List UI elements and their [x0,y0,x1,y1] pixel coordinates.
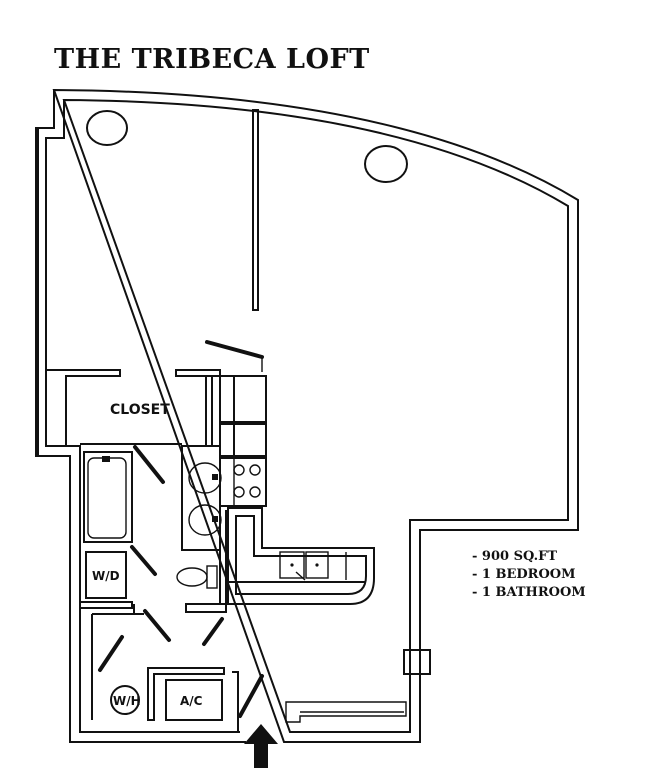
bath-entry-door [202,617,224,646]
ceiling-light-icon [86,110,128,146]
hall-wall [80,601,144,720]
entry-jamb [232,671,239,732]
utility-door [98,635,124,672]
partition-wall [252,109,259,311]
ac-closet [147,667,225,721]
washer-dryer [85,551,127,599]
faucet-icon [212,516,218,522]
closet-door [205,340,264,359]
plan-title: THE TRIBECA LOFT [54,44,370,75]
spec-bedrooms: - 1 BEDROOM [472,567,576,582]
ceiling-light-icon [364,145,408,183]
faucet-icon [212,474,218,480]
washer-dryer-label: W/D [92,569,120,583]
spec-area: - 900 SQ.FT [472,549,557,564]
water-heater [110,685,140,715]
closet-label: CLOSET [110,402,170,418]
water-heater-label: W/H [113,694,141,708]
bathroom-wall [80,443,227,613]
toilet-icon [176,565,218,589]
ac-label: A/C [180,694,203,708]
entry-step [285,701,407,723]
kitchen-counter [227,507,375,605]
spec-bathrooms: - 1 BATHROOM [472,585,586,600]
entry-door [238,674,264,718]
bathtub-icon [83,451,133,543]
stove-icon [219,457,267,507]
entrance-arrow-icon [244,724,278,768]
sink-icon [279,551,329,581]
bathroom-door [133,445,165,484]
column [403,649,431,675]
outer-wall-inner [45,98,569,733]
outer-wall-outer [35,88,579,743]
laundry-door [130,545,157,576]
closet-door-jamb [255,353,263,372]
vanity [181,445,222,551]
hall-door [143,609,171,642]
kitchen-cabinet [219,375,267,457]
